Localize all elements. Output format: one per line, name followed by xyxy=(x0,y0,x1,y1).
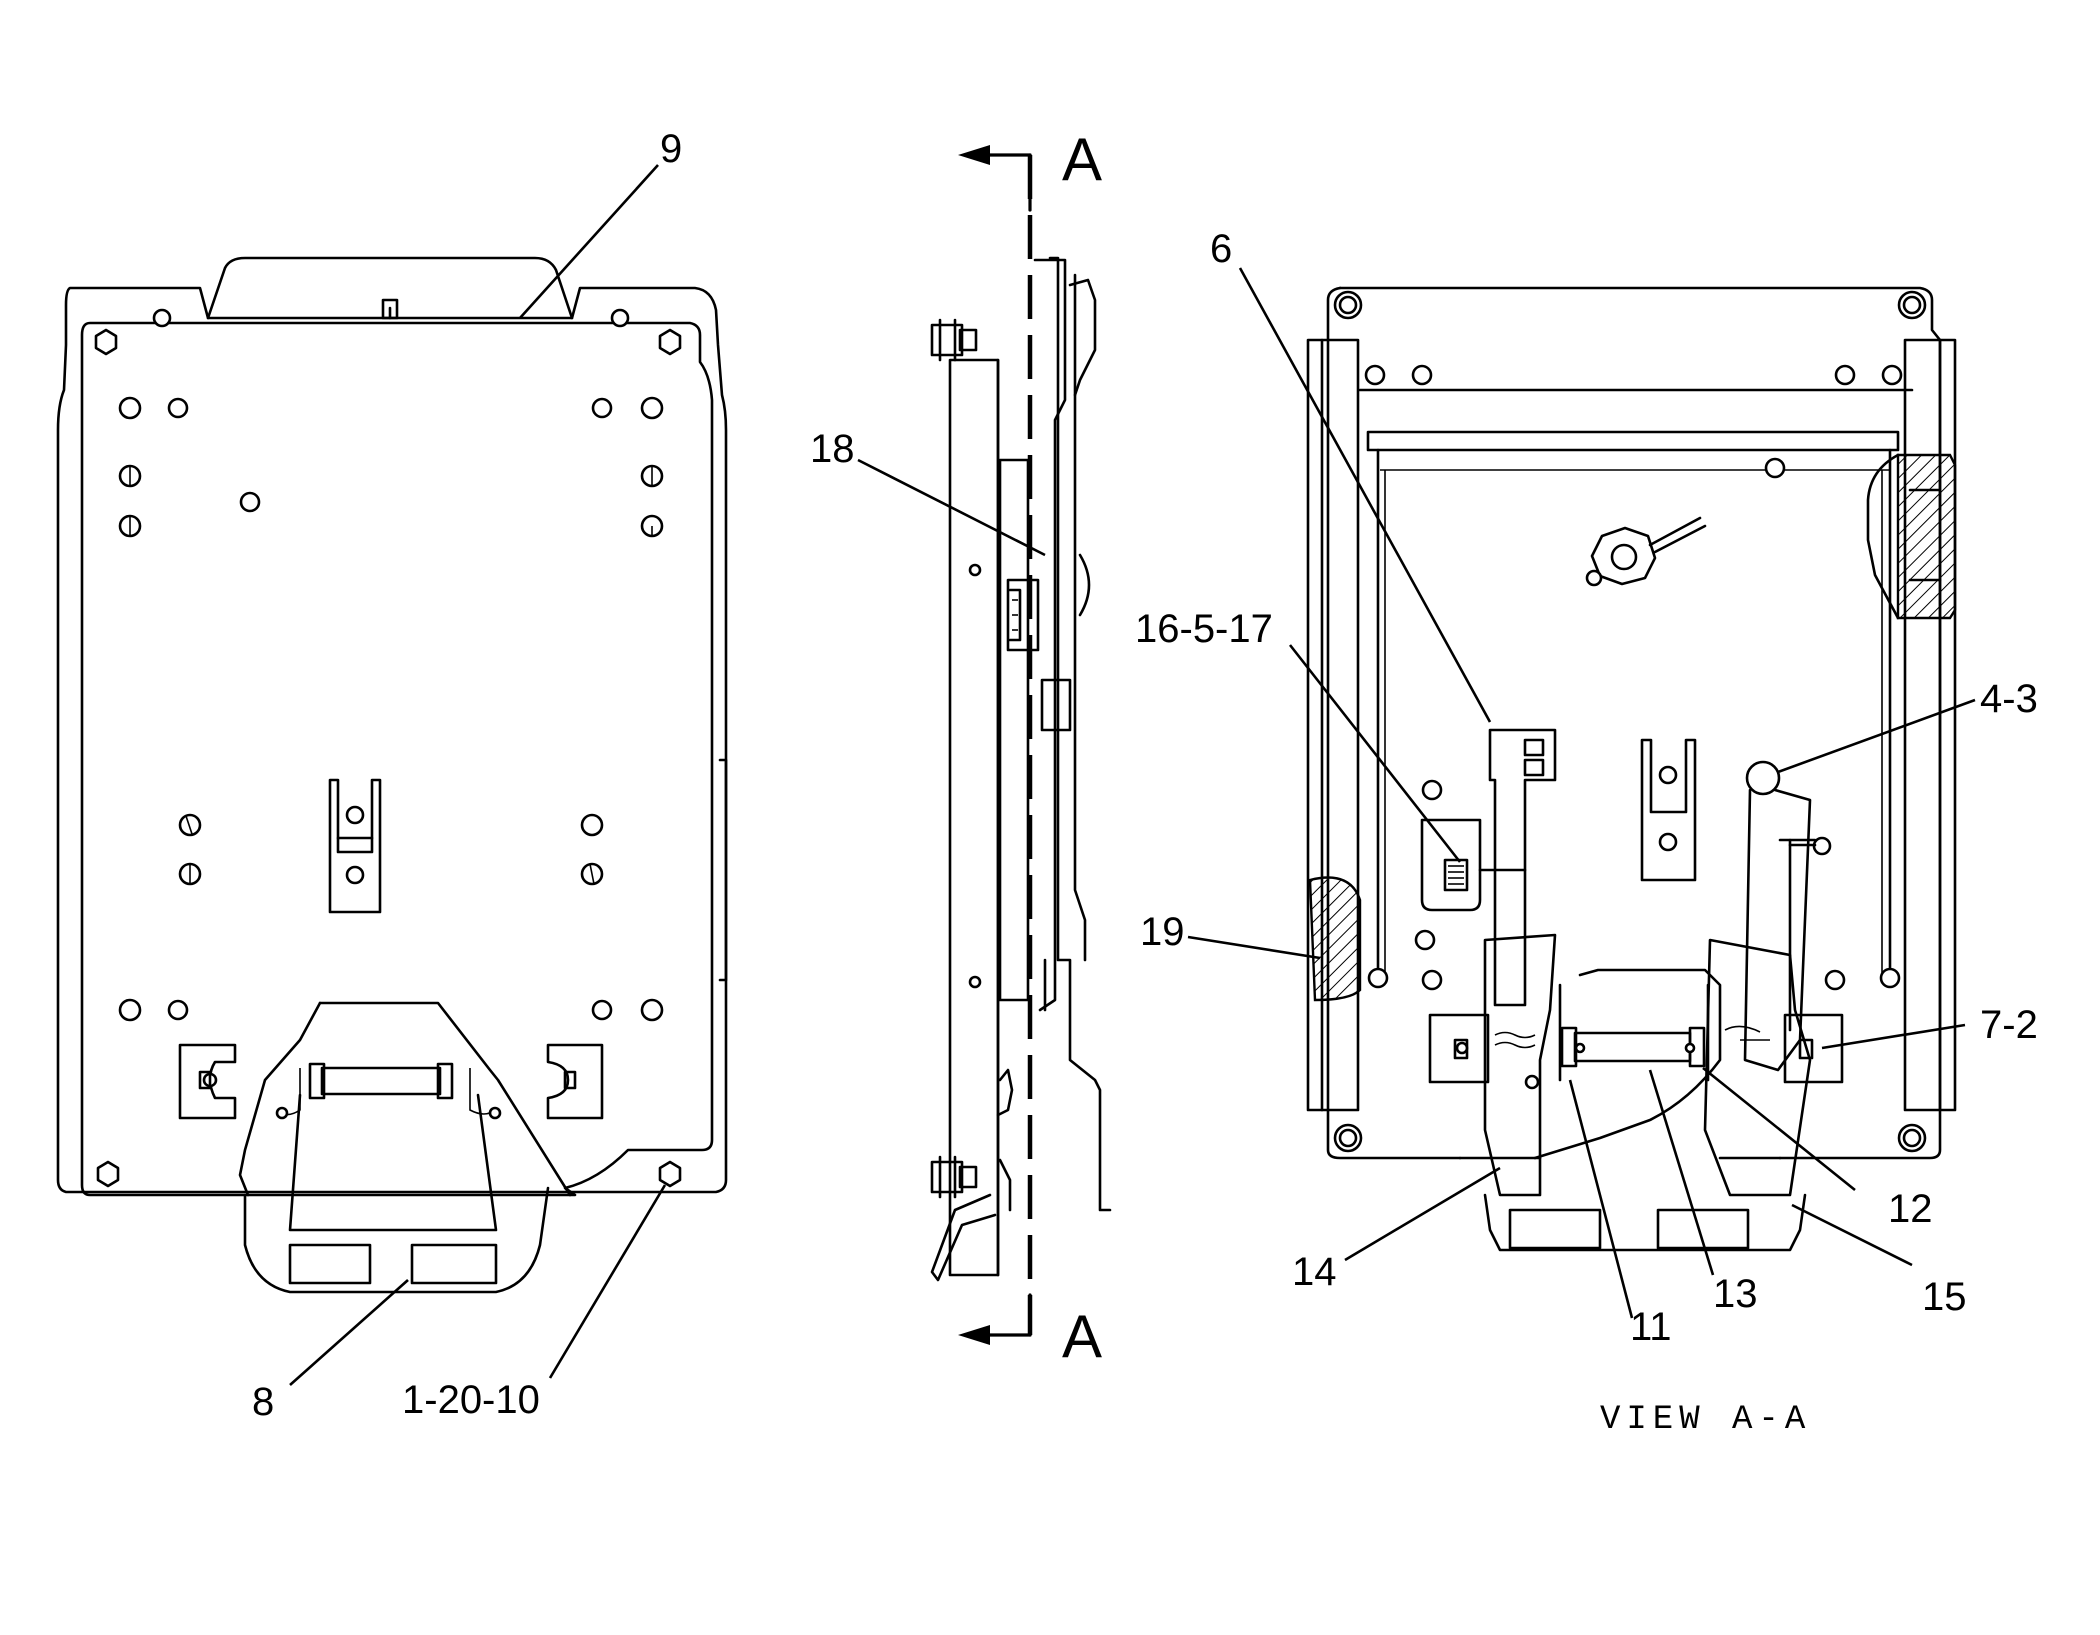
callout-4-3: 4-3 xyxy=(1980,677,2038,721)
callout-13: 13 xyxy=(1713,1272,1758,1316)
callout-14: 14 xyxy=(1292,1250,1337,1294)
view-caption: VIEW A-A xyxy=(1600,1401,1811,1439)
callout-6: 6 xyxy=(1210,227,1232,271)
section-mark-bottom: A xyxy=(1062,1303,1102,1370)
center-nut xyxy=(1590,526,1657,586)
callout-9: 9 xyxy=(660,127,682,171)
callout-labels: 9 8 1-20-10 18 6 16-5-17 4-3 19 7-2 12 1… xyxy=(252,127,2038,1424)
callout-1-20-10: 1-20-10 xyxy=(402,1378,540,1422)
callout-19: 19 xyxy=(1140,910,1185,954)
view-aa xyxy=(1306,286,1957,1252)
callout-15: 15 xyxy=(1922,1275,1967,1319)
callout-18: 18 xyxy=(810,427,855,471)
side-view xyxy=(930,145,1112,1345)
callout-11: 11 xyxy=(1630,1305,1672,1349)
section-mark-top: A xyxy=(1062,126,1102,193)
bolt-hex-tl xyxy=(94,328,118,356)
bolt-hex-br xyxy=(658,1160,682,1188)
bolt-hex-tr xyxy=(658,328,682,356)
bottom-view-plate xyxy=(56,256,728,1294)
bolt-hex-bl xyxy=(96,1160,120,1188)
leader-lines xyxy=(289,164,1976,1386)
section-labels: A A VIEW A-A xyxy=(1062,126,1811,1439)
callout-7-2: 7-2 xyxy=(1980,1003,2038,1047)
callout-12: 12 xyxy=(1888,1187,1933,1231)
callout-16-5-17: 16-5-17 xyxy=(1135,607,1273,651)
section-arrow-bottom xyxy=(958,1325,1032,1345)
callout-8: 8 xyxy=(252,1380,274,1424)
section-arrow-top xyxy=(958,145,1032,165)
